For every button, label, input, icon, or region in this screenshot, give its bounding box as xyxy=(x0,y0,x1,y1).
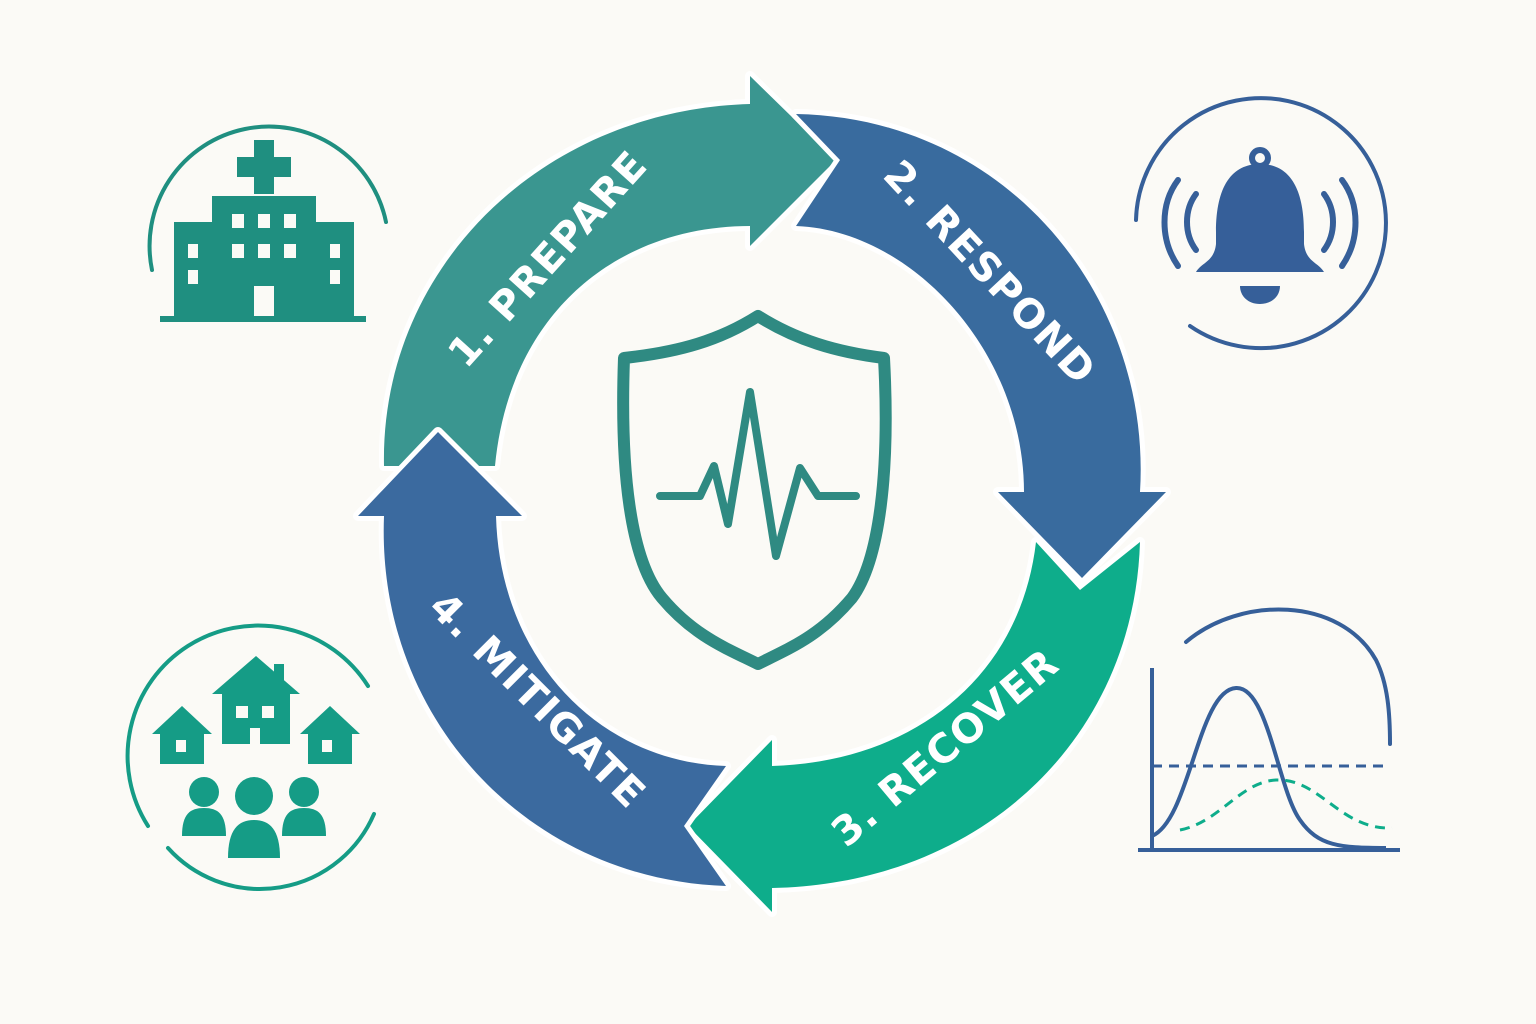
prepare-arrow xyxy=(378,71,841,471)
epidemic-curve-icon xyxy=(1138,607,1400,852)
community-icon xyxy=(125,623,376,891)
respond-arrow xyxy=(791,109,1171,583)
mitigate-arrow xyxy=(353,427,731,891)
cycle-ring: 1. PREPARE 2. RESPOND 3. RECOVER 4. MITI… xyxy=(353,71,1171,917)
recover-arrow xyxy=(683,537,1145,917)
hospital-icon xyxy=(147,124,388,322)
shield-heartbeat-icon xyxy=(617,310,892,670)
alarm-bell-icon xyxy=(1134,96,1388,351)
heartbeat-line xyxy=(656,388,860,560)
